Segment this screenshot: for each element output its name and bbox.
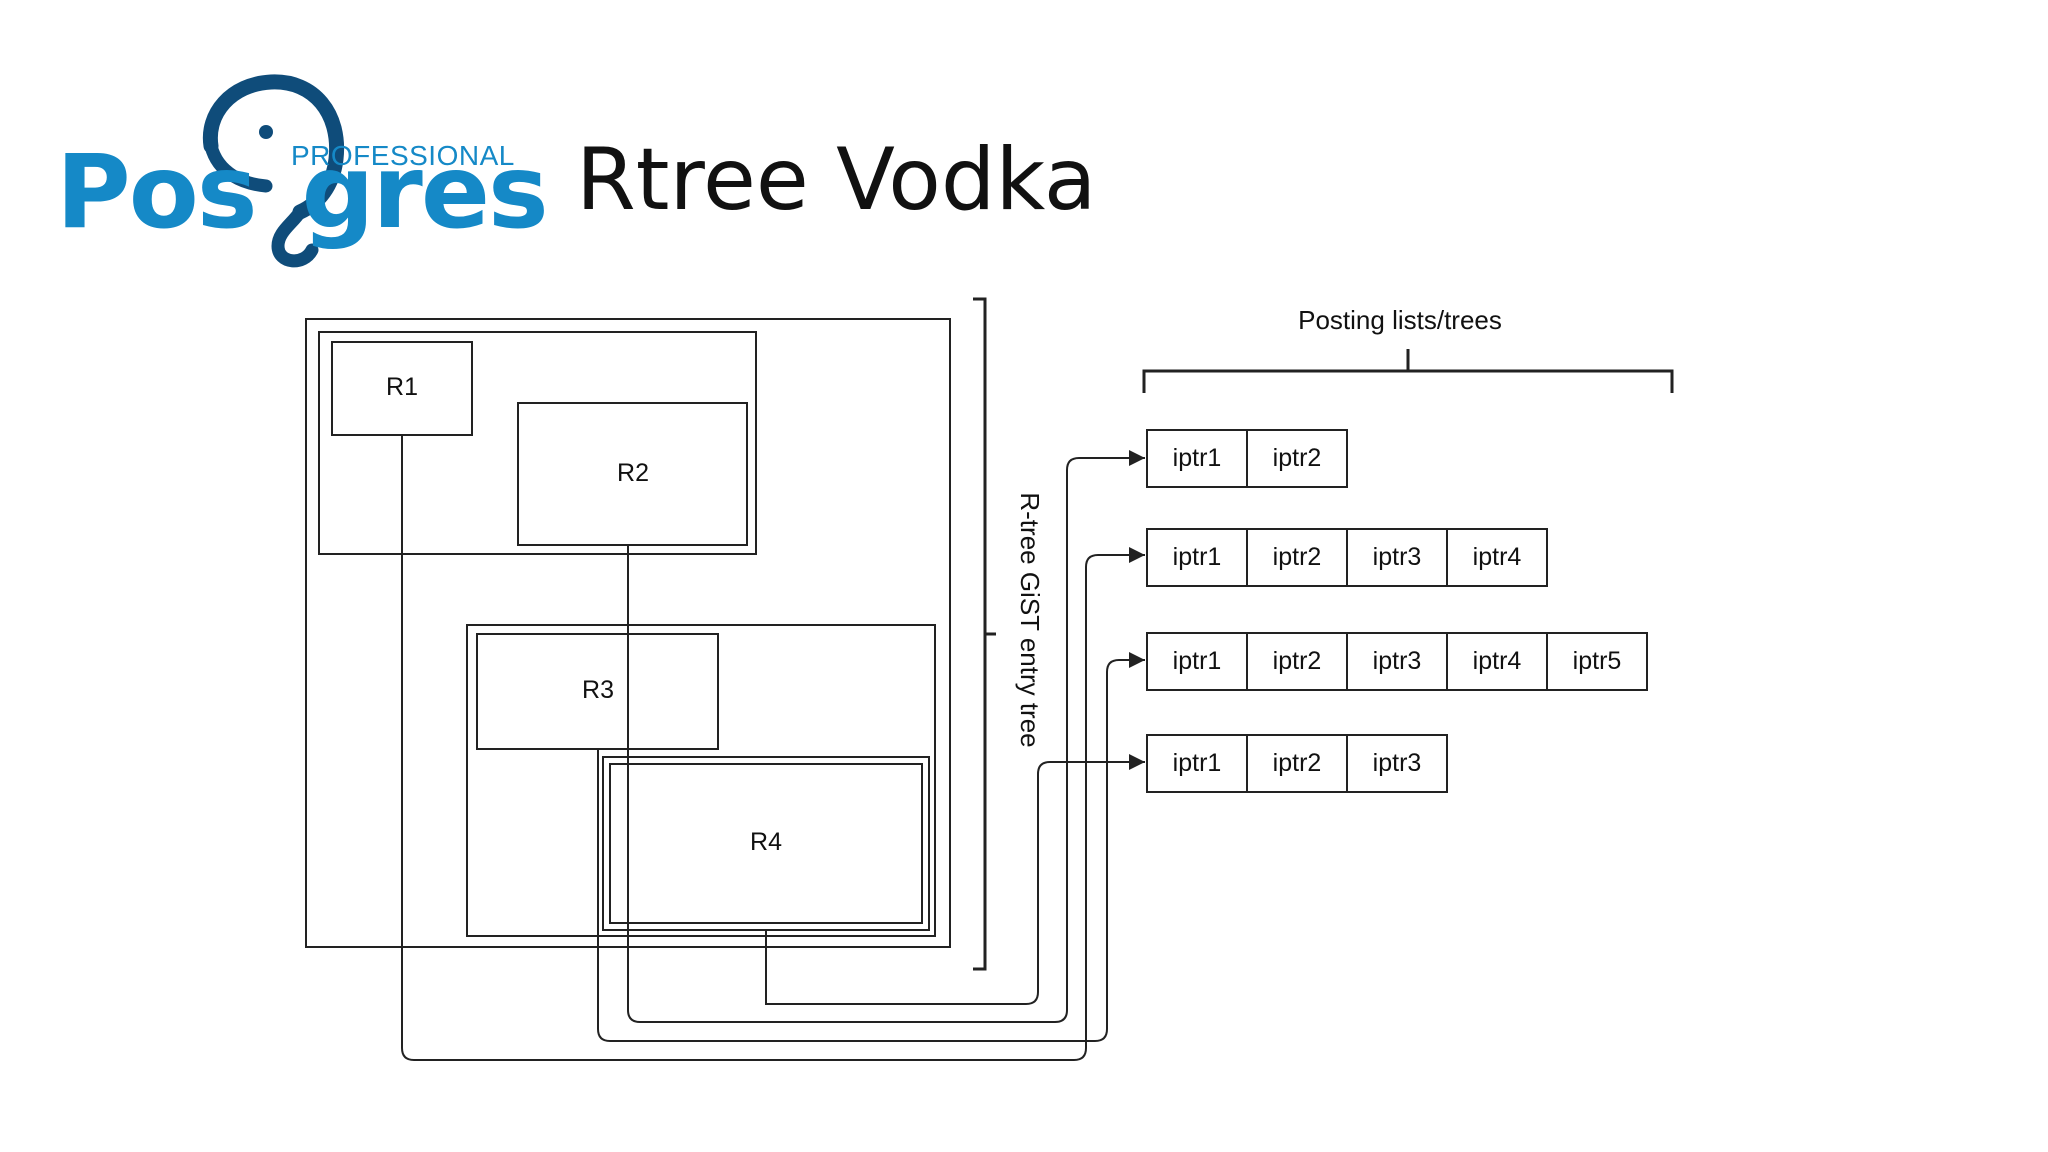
connector-r4: [765, 761, 1145, 1005]
tree-bracket: [973, 297, 996, 971]
arrowhead-icon: [1129, 652, 1145, 668]
posting-cell-label: iptr2: [1273, 647, 1322, 675]
posting-cell-label: iptr2: [1273, 444, 1322, 472]
posting-cell-label: iptr4: [1473, 543, 1522, 571]
posting-cell: [1146, 632, 1248, 691]
posting-cell-label: iptr3: [1373, 543, 1422, 571]
posting-cell-label: iptr3: [1373, 647, 1422, 675]
posting-cell: [1246, 632, 1348, 691]
logo-word-right: gres: [301, 133, 549, 252]
arrowhead-icon: [1129, 754, 1145, 770]
posting-cell: [1146, 734, 1248, 793]
posting-label: Posting lists/trees: [1298, 305, 1502, 335]
posting-list-3: iptr1 iptr2 iptr3 iptr4 iptr5: [1146, 632, 1648, 691]
posting-list-4: iptr1 iptr2 iptr3: [1146, 734, 1448, 793]
connector-r2: [627, 457, 1145, 1023]
posting-lists: iptr1 iptr2 iptr1 iptr2 iptr3 iptr4 iptr1 iptr2…: [1146, 429, 1648, 793]
region-label-r4: R4: [750, 828, 782, 856]
posting-list-1: iptr1 iptr2: [1146, 429, 1348, 488]
posting-list-2: iptr1 iptr2 iptr3 iptr4: [1146, 528, 1548, 587]
logo-word-left: Pos: [56, 133, 258, 252]
posting-cell: [1146, 528, 1248, 587]
posting-cell: [1246, 734, 1348, 793]
arrowhead-icon: [1129, 547, 1145, 563]
logo-subtitle: PROFESSIONAL: [291, 140, 515, 171]
posting-cell-label: iptr2: [1273, 543, 1322, 571]
posting-cell-label: iptr1: [1173, 647, 1222, 675]
posting-cell: [1446, 528, 1548, 587]
posting-bracket: [1142, 349, 1674, 393]
connectors: [401, 435, 1145, 1061]
arrowhead-icon: [1129, 450, 1145, 466]
posting-cell: [1346, 734, 1448, 793]
posting-cell-label: iptr3: [1373, 749, 1422, 777]
posting-cell-label: iptr1: [1173, 543, 1222, 571]
group-box-r3-r4: [466, 624, 936, 937]
posting-cell: [1446, 632, 1548, 691]
slide-title: Rtree Vodka: [576, 130, 1097, 230]
connector-r3: [597, 659, 1145, 1042]
posting-cell: [1346, 528, 1448, 587]
region-label-r2: R2: [617, 459, 649, 487]
region-r2-box: [517, 402, 748, 546]
region-r4-box-inner: [609, 763, 923, 924]
connector-r1: [401, 435, 1145, 1061]
posting-cell-label: iptr1: [1173, 749, 1222, 777]
posting-cell-label: iptr4: [1473, 647, 1522, 675]
posting-cell-label: iptr5: [1573, 647, 1622, 675]
posting-cell: [1546, 632, 1648, 691]
elephant-icon: [202, 74, 345, 268]
posting-cell: [1346, 632, 1448, 691]
region-label-r3: R3: [582, 676, 614, 704]
tree-label: R-tree GiST entry tree: [1015, 492, 1045, 747]
posting-cell: [1246, 528, 1348, 587]
posting-cell: [1246, 429, 1348, 488]
posting-cell-label: iptr1: [1173, 444, 1222, 472]
group-box-r1-r2: [318, 331, 757, 555]
posting-cell: [1146, 429, 1248, 488]
posting-cell-label: iptr2: [1273, 749, 1322, 777]
region-label-r1: R1: [386, 373, 418, 401]
